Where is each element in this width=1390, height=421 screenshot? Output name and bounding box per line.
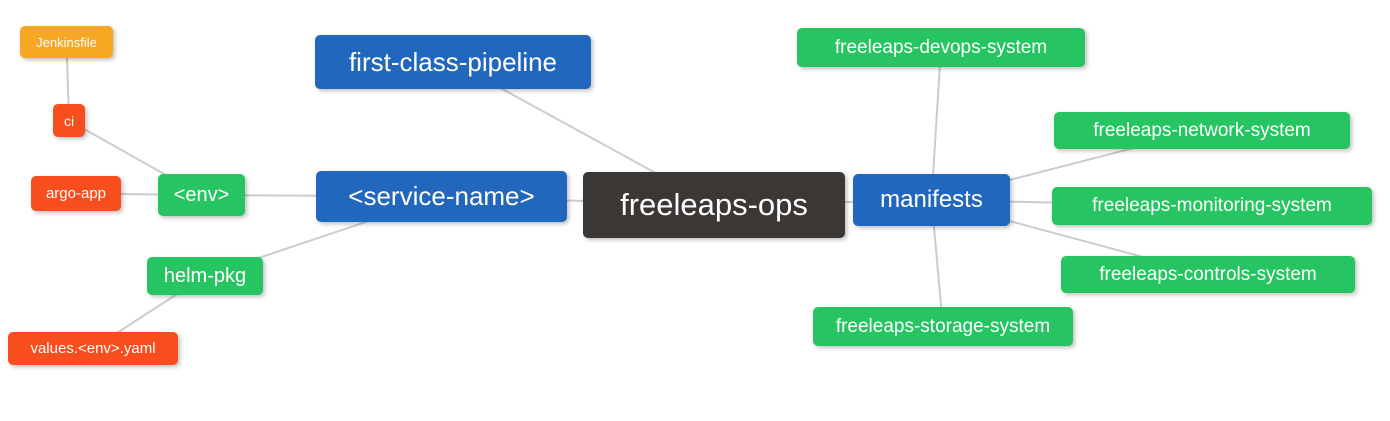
node-freeleaps-controls-system[interactable]: freeleaps-controls-system [1061, 256, 1355, 293]
node-freeleaps-network-system[interactable]: freeleaps-network-system [1054, 112, 1350, 149]
node-label: values.<env>.yaml [30, 340, 156, 357]
node-helm-pkg[interactable]: helm-pkg [147, 257, 263, 295]
node-manifests[interactable]: manifests [853, 174, 1010, 226]
node-label: <env> [173, 183, 230, 206]
node-label: <service-name> [348, 181, 535, 211]
node-label: manifests [880, 186, 983, 213]
node-service-name[interactable]: <service-name> [316, 171, 567, 222]
node-freeleaps-storage-system[interactable]: freeleaps-storage-system [813, 307, 1073, 346]
node-label: freeleaps-storage-system [835, 315, 1051, 337]
node-freeleaps-monitoring-system[interactable]: freeleaps-monitoring-system [1052, 187, 1372, 225]
node-label: first-class-pipeline [348, 46, 558, 77]
node-first-class-pipeline[interactable]: first-class-pipeline [315, 35, 591, 89]
node-env[interactable]: <env> [158, 174, 245, 216]
node-freeleaps-devops-system[interactable]: freeleaps-devops-system [797, 28, 1085, 67]
node-label: freeleaps-controls-system [1099, 263, 1317, 285]
node-label: freeleaps-ops [620, 187, 808, 222]
node-label: freeleaps-monitoring-system [1092, 195, 1332, 216]
node-label: ci [63, 112, 75, 129]
node-label: helm-pkg [163, 264, 247, 287]
node-jenkinsfile[interactable]: Jenkinsfile [20, 26, 113, 58]
node-label: freeleaps-network-system [1093, 119, 1311, 141]
node-argo-app[interactable]: argo-app [31, 176, 121, 211]
node-label: argo-app [45, 185, 107, 202]
node-values-env-yaml[interactable]: values.<env>.yaml [8, 332, 178, 365]
node-freeleaps-ops-root[interactable]: freeleaps-ops [583, 172, 845, 238]
node-label: freeleaps-devops-system [834, 36, 1048, 58]
node-label: Jenkinsfile [36, 34, 97, 50]
node-ci[interactable]: ci [53, 104, 85, 137]
